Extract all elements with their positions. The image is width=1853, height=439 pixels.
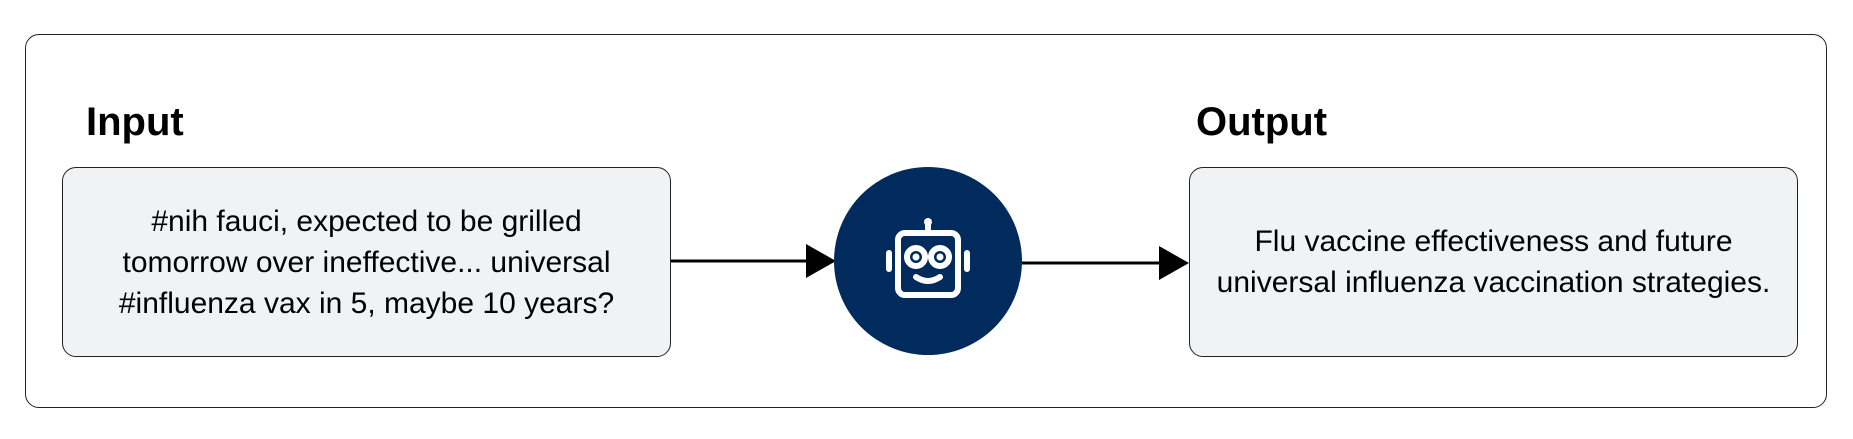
output-heading: Output xyxy=(1196,100,1328,144)
input-to-model-arrow xyxy=(671,244,836,278)
input-box: #nih fauci, expected to be grilled tomor… xyxy=(62,167,671,357)
input-heading: Input xyxy=(86,100,184,144)
output-box: Flu vaccine effectiveness and future uni… xyxy=(1189,167,1798,357)
robot-icon xyxy=(886,218,970,298)
output-text: Flu vaccine effectiveness and future uni… xyxy=(1216,225,1771,299)
model-node xyxy=(834,167,1022,355)
input-text: #nih fauci, expected to be grilled tomor… xyxy=(118,204,615,320)
diagram-frame xyxy=(25,34,1827,408)
model-to-output-arrow xyxy=(1022,246,1189,280)
